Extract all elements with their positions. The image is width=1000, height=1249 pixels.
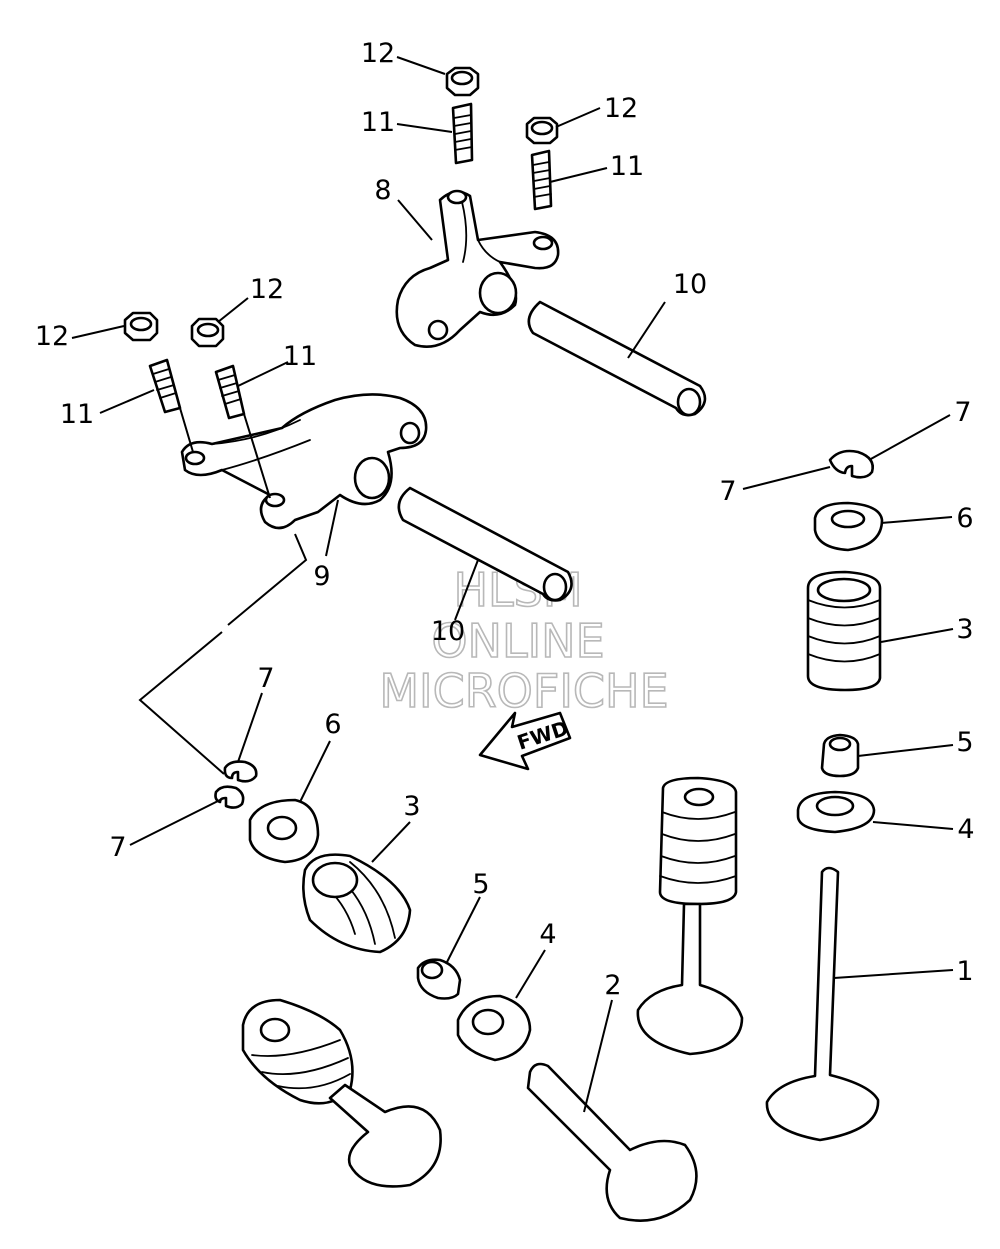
callout-9: 9	[313, 561, 330, 592]
callout-4-right: 4	[957, 814, 974, 845]
valve-spring-3-right[interactable]	[806, 570, 882, 692]
adjusting-screw-11-middle[interactable]	[214, 364, 246, 420]
callout-11-mid: 11	[283, 341, 317, 372]
callout-12-top: 12	[361, 38, 395, 69]
watermark-line-2: ONLINE	[431, 614, 604, 668]
leader-lines	[71, 56, 954, 1113]
callout-11-top: 11	[361, 107, 395, 138]
valve-cotter-7-left-lower[interactable]	[214, 785, 245, 809]
callout-10-lower: 10	[431, 616, 465, 647]
spring-seat-4-left[interactable]	[456, 994, 532, 1062]
spring-seat-4-right[interactable]	[796, 790, 876, 834]
watermark-line-3: MICROFICHE	[379, 664, 668, 718]
valve-1[interactable]	[765, 866, 880, 1142]
callout-5-right: 5	[956, 727, 973, 758]
valve-assembly-right[interactable]	[636, 776, 744, 1056]
spring-retainer-6-left[interactable]	[248, 798, 320, 864]
callout-11-left: 11	[60, 399, 94, 430]
callout-11-upper-right: 11	[610, 151, 644, 182]
callout-6-right: 6	[956, 503, 973, 534]
valve-spring-3-left[interactable]	[302, 853, 412, 954]
valve-cotter-7-left-upper[interactable]	[223, 760, 258, 783]
callout-labels: 12 11 12 11 8 10 12 12 11 11 9 10 7 7 6 …	[35, 38, 975, 1001]
callout-7-left-lower: 7	[109, 832, 126, 863]
callout-6-left: 6	[324, 709, 341, 740]
callout-5-left: 5	[472, 869, 489, 900]
callout-12-mid: 12	[250, 274, 284, 305]
valve-cotter-7-right[interactable]	[828, 449, 874, 479]
callout-4-left: 4	[539, 919, 556, 950]
callout-12-upper-right: 12	[604, 93, 638, 124]
adjusting-screw-11-upper-left[interactable]	[451, 102, 474, 165]
callout-7-right-lower: 7	[719, 476, 736, 507]
watermark: HLSM ONLINE MICROFICHE	[379, 562, 670, 719]
callout-8: 8	[374, 175, 391, 206]
valve-assembly-left[interactable]	[241, 998, 442, 1188]
valve-stem-seal-5-right[interactable]	[820, 733, 860, 778]
nut-12-upper-right[interactable]	[525, 116, 559, 145]
callout-2: 2	[604, 970, 621, 1001]
callout-3-right: 3	[956, 614, 973, 645]
rocker-shaft-10-upper[interactable]	[527, 300, 707, 417]
fwd-direction-arrow: FWD	[478, 711, 571, 771]
rocker-shaft-10-lower[interactable]	[397, 486, 573, 602]
callout-10-upper: 10	[673, 269, 707, 300]
callout-1: 1	[956, 956, 973, 987]
nut-12-upper-left[interactable]	[445, 66, 480, 97]
adjusting-screw-11-left[interactable]	[148, 358, 182, 414]
callout-3-left: 3	[403, 791, 420, 822]
callout-12-left: 12	[35, 321, 69, 352]
spring-retainer-6-right[interactable]	[813, 501, 884, 552]
valve-2[interactable]	[526, 1062, 698, 1222]
rocker-arm-9[interactable]	[179, 393, 428, 530]
group-bracket-9	[138, 533, 308, 775]
valve-stem-seal-5-left[interactable]	[416, 958, 462, 1000]
rocker-arm-8[interactable]	[395, 189, 560, 348]
nut-12-middle[interactable]	[190, 317, 225, 348]
nut-12-left[interactable]	[123, 311, 159, 342]
adjusting-screw-11-upper-right[interactable]	[530, 149, 553, 211]
callout-7-left-upper: 7	[257, 663, 274, 694]
callout-7-right-upper: 7	[954, 397, 971, 428]
